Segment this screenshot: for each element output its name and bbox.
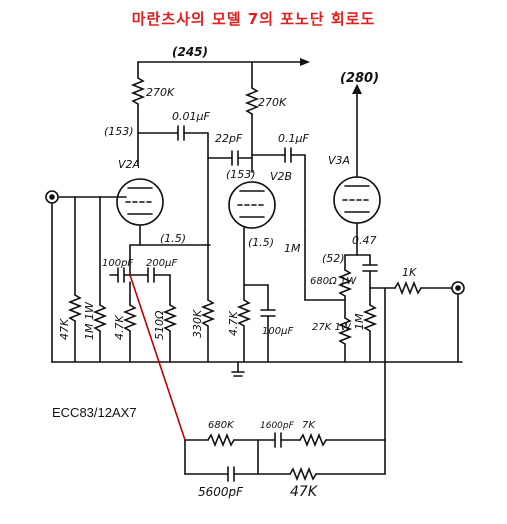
label-r-7k: 7K (302, 420, 316, 431)
label-r-330k: 330K (191, 309, 204, 338)
voltage-plate-v2a: (153) (104, 125, 134, 138)
label-c-fb-22pf: 22pF (215, 132, 243, 145)
label-c-5600pf: 5600pF (198, 485, 244, 499)
label-c-100uf: 100μF (262, 326, 293, 337)
voltage-cathode-v3a: (52) (322, 252, 345, 265)
label-c-100pf: 100pF (102, 258, 133, 269)
voltage-b-plus-mid: (245) (172, 45, 208, 59)
label-r-680-1w: 680Ω 1W (310, 276, 357, 287)
feedback-wire (129, 274, 186, 441)
label-c-1600pf: 1600pF (260, 421, 295, 431)
label-c-200uf: 200μF (146, 258, 177, 269)
label-r-510: 510Ω (153, 310, 166, 340)
tube-type-label: ECC83/12AX7 (52, 405, 137, 420)
label-r-47k-fb: 47K (290, 484, 319, 500)
label-r-4-7k: 4.7K (113, 315, 126, 340)
voltage-cathode-v2b: (1.5) (248, 236, 274, 249)
voltage-cathode-v2a: (1.5) (160, 232, 186, 245)
label-r-plate-v2b: 270K (258, 96, 287, 109)
label-tube-v2b: V2B (270, 170, 292, 183)
schematic-title: 마란츠사의 모델 7의 포노단 회로도 (131, 10, 376, 28)
label-r-680k: 680K (208, 420, 235, 431)
label-r-27k-1w: 27K 1W (312, 322, 352, 333)
label-r-1m-1w: 1M 1W (83, 301, 96, 340)
label-c-couple-1: 0.01μF (172, 110, 210, 123)
label-r-input: 47K (58, 318, 71, 340)
label-r-plate-v2a: 270K (146, 86, 175, 99)
label-tube-v3a: V3A (328, 154, 350, 167)
label-r-grid-v3a: 1M (284, 242, 301, 255)
label-r-out: 1K (402, 266, 417, 279)
label-r-1m-out: 1M (353, 313, 366, 330)
label-c-couple-2: 0.1μF (278, 132, 309, 145)
label-tube-v2a: V2A (118, 158, 140, 171)
voltage-b-plus-out: (280) (340, 71, 379, 86)
label-r-4-7k-b: 4.7K (227, 311, 240, 336)
voltage-plate-v2b: (153) (226, 168, 256, 181)
label-c-out: 0.47 (352, 234, 377, 247)
